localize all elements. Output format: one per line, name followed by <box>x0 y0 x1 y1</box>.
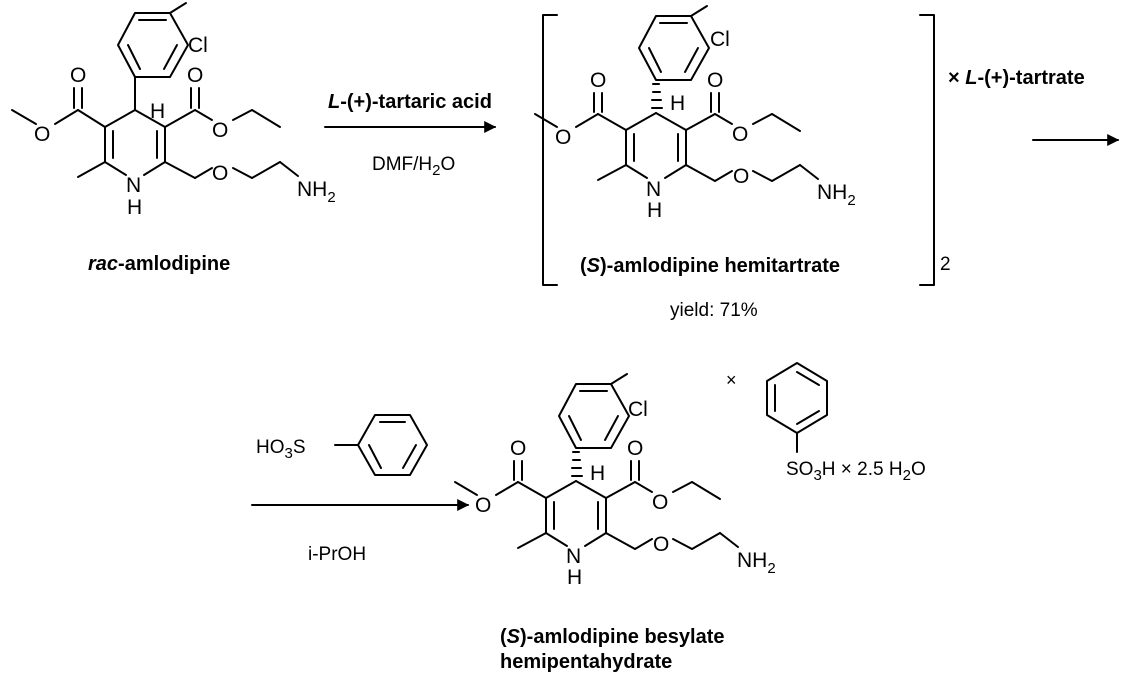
ester-oxygen-atom: O <box>555 126 571 149</box>
chlorophenyl-ring <box>117 2 189 78</box>
methyl-ester-group <box>11 87 106 128</box>
left-bracket <box>542 14 558 286</box>
step1-reagent: L-(+)-tartaric acid <box>328 91 492 113</box>
tartrate-counterion: × L-(+)-tartrate <box>948 67 1085 89</box>
ester-oxygen-atom: O <box>732 123 748 146</box>
aminoethoxymethyl-chain <box>685 164 819 182</box>
nitrogen-atom: N <box>566 545 581 568</box>
hydrogen-atom: H <box>590 462 605 485</box>
dihydropyridine-ring <box>625 112 687 179</box>
amine-group: NH2 <box>817 181 856 209</box>
nh-hydrogen-atom: H <box>127 196 142 219</box>
ether-oxygen-atom: O <box>212 162 228 185</box>
aminoethoxymethyl-chain <box>164 161 299 179</box>
hydrogen-atom: H <box>150 100 165 123</box>
chlorophenyl-ring <box>638 5 710 81</box>
times-symbol: × <box>726 370 737 390</box>
dihydropyridine-ring <box>104 76 166 176</box>
yield-text: yield: 71% <box>670 300 758 321</box>
ester-oxygen-atom: O <box>34 123 50 146</box>
carbonyl-oxygen-atom: O <box>590 69 606 92</box>
methyl-ester-group <box>454 460 547 499</box>
ester-oxygen-atom: O <box>475 494 491 517</box>
benzenesulfonic-acid-counterion <box>766 362 828 453</box>
rac-amlodipine-structure: Cl H N H O O <box>11 2 336 219</box>
rac-amlodipine-label: rac-amlodipine <box>88 253 230 275</box>
carbonyl-oxygen-atom: O <box>187 64 203 87</box>
ethyl-ester-group <box>605 460 721 500</box>
hydrogen-atom: H <box>670 92 685 115</box>
ethyl-ester-group <box>685 92 801 132</box>
chlorine-atom: Cl <box>628 398 648 421</box>
hashed-wedge-bond <box>571 451 583 477</box>
ester-oxygen-atom: O <box>212 119 228 142</box>
step2-solvent: i-PrOH <box>308 544 366 565</box>
s-amlodipine-besylate-structure: Cl H N H O O <box>454 373 776 589</box>
ethyl-ester-group <box>164 87 281 128</box>
step1-solvent: DMF/H2O <box>372 154 455 179</box>
ether-oxygen-atom: O <box>653 533 669 556</box>
chlorine-atom: Cl <box>710 28 730 51</box>
nitrogen-atom: N <box>646 178 661 201</box>
nh-hydrogen-atom: H <box>567 566 582 589</box>
s-amlodipine-besylate-label: (S)-amlodipine besylate <box>500 626 725 648</box>
methyl-ester-group <box>534 92 627 131</box>
methyl-bond <box>597 164 627 181</box>
sulfonic-acid-group: HO3S <box>256 437 306 462</box>
dihydropyridine-ring <box>545 480 607 547</box>
hashed-wedge-bond <box>651 83 663 109</box>
stoichiometry-subscript: 2 <box>940 254 951 275</box>
amine-group: NH2 <box>737 549 776 577</box>
aminoethoxymethyl-chain <box>605 532 739 550</box>
s-amlodipine-hemitartrate-label: (S)-amlodipine hemitartrate <box>580 255 840 277</box>
carbonyl-oxygen-atom: O <box>70 64 86 87</box>
benzenesulfonic-acid-reagent: HO3S <box>256 414 428 476</box>
s-amlodipine-salt-structure: Cl H N H O O <box>534 5 856 222</box>
amine-group: NH2 <box>297 178 336 206</box>
carbonyl-oxygen-atom: O <box>510 437 526 460</box>
ether-oxygen-atom: O <box>733 165 749 188</box>
carbonyl-oxygen-atom: O <box>627 437 643 460</box>
hemipentahydrate-label: hemipentahydrate <box>500 651 672 673</box>
methyl-bond <box>77 161 106 178</box>
carbonyl-oxygen-atom: O <box>707 69 723 92</box>
methyl-bond <box>517 532 547 549</box>
hydrate-formula: SO3H × 2.5 H2O <box>786 459 926 484</box>
nitrogen-atom: N <box>126 174 141 197</box>
nh-hydrogen-atom: H <box>647 199 662 222</box>
chlorine-atom: Cl <box>188 34 208 57</box>
ester-oxygen-atom: O <box>652 491 668 514</box>
chlorophenyl-ring <box>558 373 630 449</box>
right-bracket <box>919 14 935 286</box>
